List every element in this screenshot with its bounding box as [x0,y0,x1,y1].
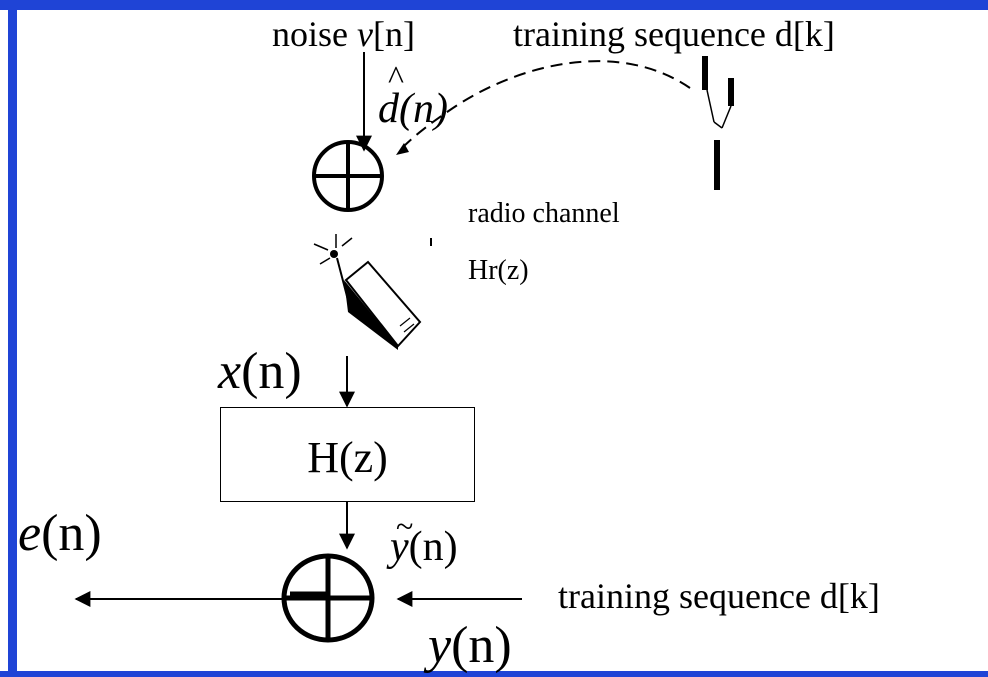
frame-top-border [0,0,988,10]
ytilde-tilde-mark: ~ [396,508,414,544]
estimated-signal-label: ^ d (n) [378,62,448,132]
dhat-letter: d [378,86,399,132]
error-signal-label: e(n) [18,508,102,560]
dhat-hat-mark: ^ [388,60,404,97]
radio-channel-label: radio channel [468,198,620,229]
e-argument: (n) [41,505,102,562]
dhat-argument: (n) [399,86,448,132]
frame-bottom-border [0,671,988,677]
wireless-link-arrowhead [396,143,409,155]
ytilde-argument: (n) [408,524,458,570]
input-signal-label: x(n) [218,346,302,398]
noise-label: noise v[n] [272,16,415,52]
adaptive-filter-block [220,407,475,502]
noise-index: [n] [372,14,415,54]
desired-signal-label: y(n) [428,620,512,672]
frame-left-border [8,0,17,677]
sum-junction-top-icon [312,140,384,212]
sum-junction-bottom-icon [281,553,375,643]
x-letter: x [218,343,242,400]
mobile-phone-icon [313,234,432,350]
radio-channel-transfer-label: Hr(z) [468,255,529,286]
noise-word: noise [272,14,348,54]
adaptive-filter-label: H(z) [307,433,388,482]
ytilde-letter: y [390,524,409,570]
noise-variable: v [357,14,373,54]
training-sequence-bottom-label: training sequence d[k] [558,576,880,616]
training-sequence-top-label: training sequence d[k] [513,14,835,54]
x-argument: (n) [241,343,302,400]
wireless-link-dashed-arrow [399,60,691,151]
e-letter: e [18,505,42,562]
y-argument: (n) [451,617,512,674]
filter-output-signal-label: ~ y (n) [390,510,458,570]
antenna-icon [702,56,734,190]
y-letter: y [428,617,452,674]
